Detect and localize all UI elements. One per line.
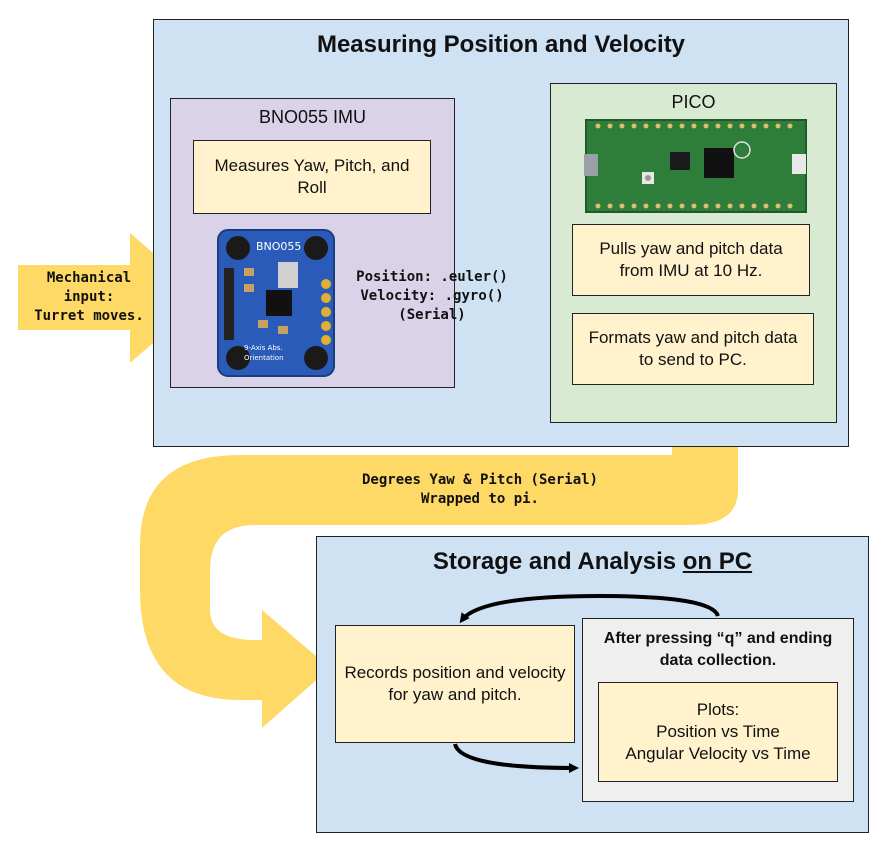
pc-panel-title-underlined: on PC — [682, 548, 753, 575]
after-collection-heading: After pressing “q” and ending data colle… — [603, 630, 833, 670]
imu-measures-note: Measures Yaw, Pitch, and Roll — [193, 140, 431, 214]
measuring-panel-title: Measuring Position and Velocity — [316, 31, 686, 58]
pico-to-pc-arrow-label-line1: Degrees Yaw & Pitch (Serial) — [361, 472, 598, 488]
pc-panel-title: Storage and Analysis on PC — [316, 548, 869, 576]
pico-panel-label: PICO — [671, 92, 716, 112]
pico-pull-note: Pulls yaw and pitch data from IMU at 10 … — [572, 224, 810, 296]
imu-to-pico-arrow-label: Position: .euler() Velocity: .gyro() (Se… — [356, 269, 508, 323]
records-note: Records position and velocity for yaw an… — [335, 625, 575, 743]
loop-back-arrow — [459, 593, 720, 624]
plots-line-velocity: Angular Velocity vs Time — [625, 744, 811, 764]
svg-text:9-Axis Abs.: 9-Axis Abs. — [244, 344, 283, 352]
pc-panel-title-main: Storage and Analysis — [432, 548, 683, 575]
plots-line-position: Position vs Time — [656, 721, 780, 741]
to-plots-arrow — [453, 743, 579, 773]
svg-text:Orientation: Orientation — [244, 354, 284, 362]
pico-board-image — [584, 119, 807, 213]
input-arrow-label: Mechanical input: Turret moves. — [34, 270, 144, 324]
pico-format-note: Formats yaw and pitch data to send to PC… — [572, 313, 814, 385]
bno055-board-image: BNO055 9-Axis Abs. Orientation — [217, 229, 335, 377]
plots-title: Plots: — [696, 699, 740, 719]
svg-text:BNO055: BNO055 — [256, 240, 301, 253]
imu-panel-label: BNO055 IMU — [258, 107, 367, 127]
plots-note: Plots: Position vs Time Angular Velocity… — [598, 682, 838, 782]
pico-to-pc-curved-arrow — [140, 400, 738, 728]
pico-to-pc-arrow-label-line2: Wrapped to pi. — [420, 491, 539, 507]
